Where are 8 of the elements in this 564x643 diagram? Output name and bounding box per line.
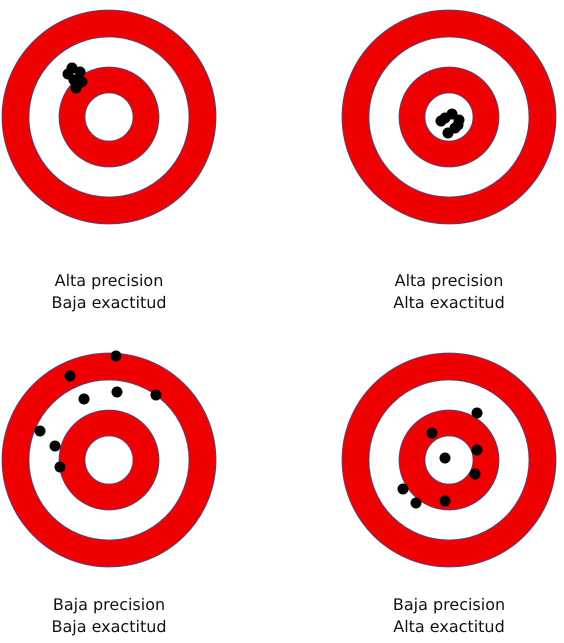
caption-text: Alta precision [54, 270, 164, 292]
caption-text: Baja precision [392, 594, 506, 616]
caption-text: Baja exactitud [50, 616, 168, 638]
caption-text: Baja precision [52, 594, 166, 616]
caption-text: Baja exactitud [50, 292, 168, 314]
caption-text: Alta precision [394, 270, 504, 292]
caption-text: Alta exactitud [392, 292, 506, 314]
caption-text: Alta exactitud [392, 616, 506, 638]
